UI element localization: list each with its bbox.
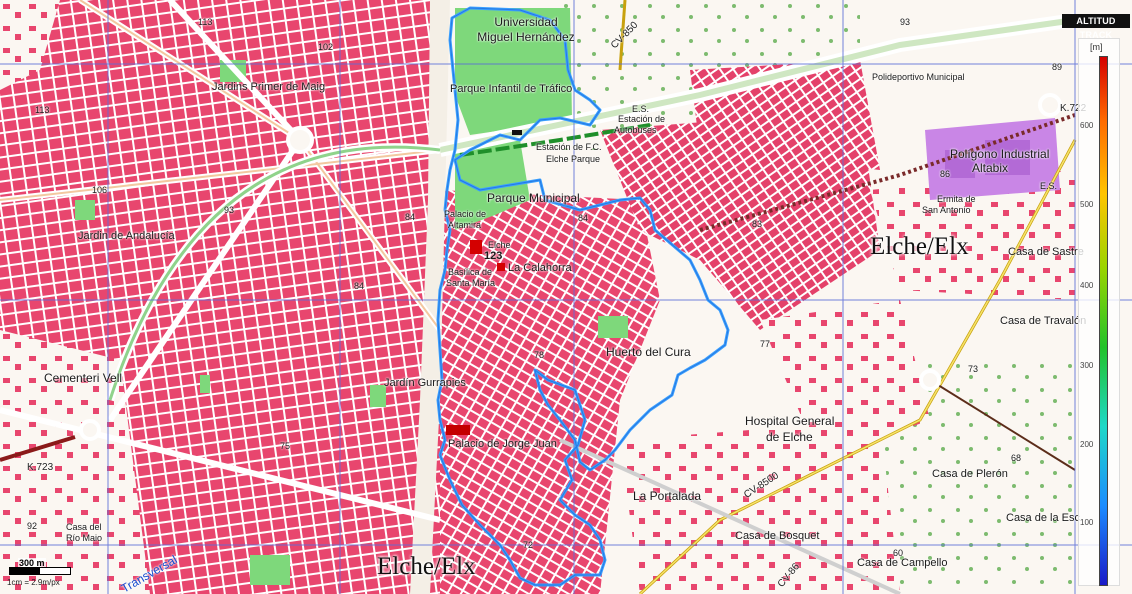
place-label: Elche Parque xyxy=(546,154,601,164)
scale-resolution: 1cm = 2.9m/px xyxy=(7,578,60,587)
road-label: K.722 xyxy=(1060,103,1087,114)
elevation-label: 60 xyxy=(893,548,904,558)
place-label: Casa de Sastre xyxy=(1008,246,1084,258)
place-label: Polideportivo Municipal xyxy=(872,72,965,82)
scale-label: 300 m xyxy=(18,558,46,568)
elevation-label: 73 xyxy=(968,364,979,374)
elevation-label: 75 xyxy=(280,441,291,451)
place-label: Miguel Hernández xyxy=(477,30,575,44)
place-label: San Antonio xyxy=(922,205,971,215)
place-label: E.S. xyxy=(632,104,650,114)
place-label: Parque Municipal xyxy=(487,191,580,205)
place-label: Estación de xyxy=(618,114,666,124)
place-label: Casa de Plerón xyxy=(932,468,1008,480)
elevation-label: 68 xyxy=(1011,453,1022,463)
elevation-label: 78 xyxy=(534,350,545,360)
place-label: Casa de Campello xyxy=(857,557,948,569)
place-label: Universidad xyxy=(494,15,558,29)
elevation-label: 77 xyxy=(760,339,771,349)
elevation-label: 93 xyxy=(224,205,235,215)
elevation-label: 72 xyxy=(523,540,534,550)
place-label: Casa del xyxy=(66,522,102,532)
altitude-unit: [m] xyxy=(1090,42,1103,52)
altitude-tick: 300 xyxy=(1080,361,1094,370)
elevation-label: 106 xyxy=(92,185,108,195)
altitude-tick: 200 xyxy=(1080,440,1094,449)
place-label: Polígono Industrial xyxy=(950,147,1050,161)
municipality-label: Elche/Elx xyxy=(377,553,476,580)
place-label: Elche xyxy=(488,240,511,250)
altitude-tick: 500 xyxy=(1080,200,1094,209)
place-label: Altabix xyxy=(972,161,1009,175)
scale-bar xyxy=(9,567,71,575)
place-label: de Elche xyxy=(766,430,813,444)
place-label: Estación de F.C. xyxy=(536,142,602,152)
elevation-label: 93 xyxy=(900,17,911,27)
elevation-label: 113 xyxy=(35,105,50,115)
place-label: Hospital General xyxy=(745,414,835,428)
elevation-label: 86 xyxy=(940,169,951,179)
municipality-label: Elche/Elx xyxy=(870,233,969,260)
elevation-label: 102 xyxy=(318,42,334,52)
place-label: Jardín Gurrapies xyxy=(384,377,466,389)
place-label: Casa de Bosquet xyxy=(735,530,820,542)
place-label: Ermita de xyxy=(937,194,976,204)
road-label: K.723 xyxy=(27,462,54,473)
place-label: Casa de Travalón xyxy=(1000,315,1087,327)
altitude-color-bar xyxy=(1099,56,1108,586)
altitude-track-title: ALTITUD TRACK xyxy=(1062,14,1130,40)
elevation-label: 84 xyxy=(578,213,589,223)
altitude-tick: 600 xyxy=(1080,121,1094,130)
elevation-label: 92 xyxy=(27,521,38,531)
place-label: Palacio de Jorge Juan xyxy=(448,438,557,450)
place-label: E.S. xyxy=(1040,181,1058,191)
place-label: Basílica de xyxy=(448,267,493,277)
place-label: La Calahorra xyxy=(508,262,572,274)
place-label: La Portalada xyxy=(633,489,702,503)
place-label: Río Maio xyxy=(66,533,103,543)
place-label: Jardins Primer de Maig xyxy=(212,81,326,93)
elevation-label: 84 xyxy=(405,212,416,222)
place-label: Huerto del Cura xyxy=(606,345,691,359)
elevation-label: 113 xyxy=(198,17,213,27)
spot-height: 123 xyxy=(484,250,503,262)
altitude-tick: 100 xyxy=(1080,518,1094,527)
elevation-label: 83 xyxy=(752,219,763,229)
elevation-label: 89 xyxy=(1052,62,1063,72)
place-label: Casa de la Esc xyxy=(1006,512,1080,524)
place-label: Palacio de xyxy=(444,209,487,219)
place-label: Parque Infantil de Tráfico xyxy=(450,83,573,95)
place-label: Autobuses xyxy=(614,125,657,135)
altitude-tick: 400 xyxy=(1080,281,1094,290)
elevation-label: 84 xyxy=(354,281,365,291)
place-label: Altamira xyxy=(448,220,482,230)
place-label: Santa María xyxy=(446,278,496,288)
place-label: Cementeri Vell xyxy=(44,371,123,385)
place-label: Jardin de Andalucía xyxy=(78,230,175,242)
